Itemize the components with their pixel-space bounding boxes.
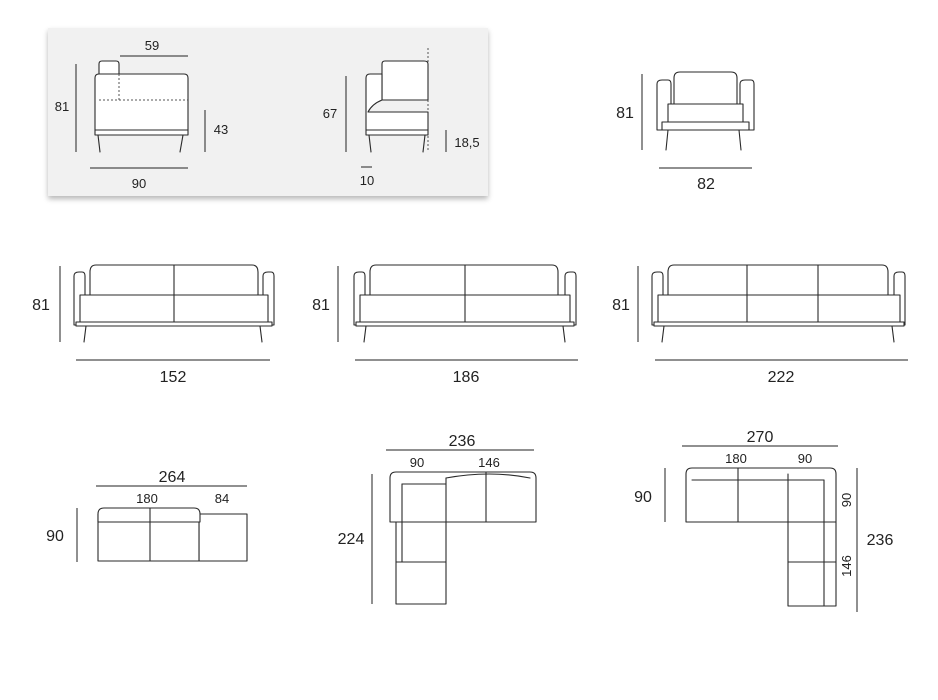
dim-corner-270-seg-a: 180 <box>725 451 747 466</box>
sofa-152-drawing <box>59 264 275 361</box>
corner-sofa-236-drawing <box>371 449 537 605</box>
dim-armchair-seat-height: 43 <box>214 122 228 137</box>
dim-sofa-186-height: 81 <box>312 297 330 314</box>
dim-corner-270-seg-b: 90 <box>798 451 812 466</box>
sofa-186-drawing <box>337 264 578 361</box>
dim-corner-236-seg-b: 146 <box>478 455 500 470</box>
sofa-222-drawing <box>637 264 908 361</box>
armchair-profile-drawing <box>345 48 447 168</box>
dim-armchair-height: 81 <box>55 99 69 114</box>
dim-profile-leg-offset: 10 <box>360 173 374 188</box>
dim-sofa-186-width: 186 <box>453 369 480 386</box>
dim-sofa-222-height: 81 <box>612 297 630 314</box>
dim-corner-264-depth: 90 <box>46 528 64 545</box>
dim-corner-270-side-b: 146 <box>839 555 854 577</box>
dim-profile-leg-height: 18,5 <box>454 135 479 150</box>
dim-armchair-front-height: 81 <box>616 105 634 122</box>
armchair-section-drawing <box>75 55 206 169</box>
corner-sofa-270-drawing <box>664 445 858 612</box>
dim-corner-264-seg-a: 180 <box>136 491 158 506</box>
dim-corner-270-side-depth: 236 <box>867 532 894 549</box>
dim-armchair-depth-top: 59 <box>145 38 159 53</box>
dim-corner-264-seg-b: 84 <box>215 491 229 506</box>
dim-armchair-front-width: 82 <box>697 176 715 193</box>
dim-corner-236-seg-a: 90 <box>410 455 424 470</box>
dim-corner-236-depth: 224 <box>338 531 365 548</box>
dim-profile-height: 67 <box>323 106 337 121</box>
dim-sofa-152-height: 81 <box>32 297 50 314</box>
dim-corner-236-width: 236 <box>449 433 476 450</box>
dim-armchair-depth: 90 <box>132 176 146 191</box>
dim-corner-270-depth: 90 <box>634 489 652 506</box>
dim-corner-270-width: 270 <box>747 429 774 446</box>
dim-sofa-222-width: 222 <box>768 369 795 386</box>
corner-sofa-264-drawing <box>76 485 248 562</box>
dim-sofa-152-width: 152 <box>160 369 187 386</box>
dim-corner-264-width: 264 <box>159 469 186 486</box>
armchair-drawing <box>641 71 755 169</box>
dim-corner-270-side-a: 90 <box>839 493 854 507</box>
